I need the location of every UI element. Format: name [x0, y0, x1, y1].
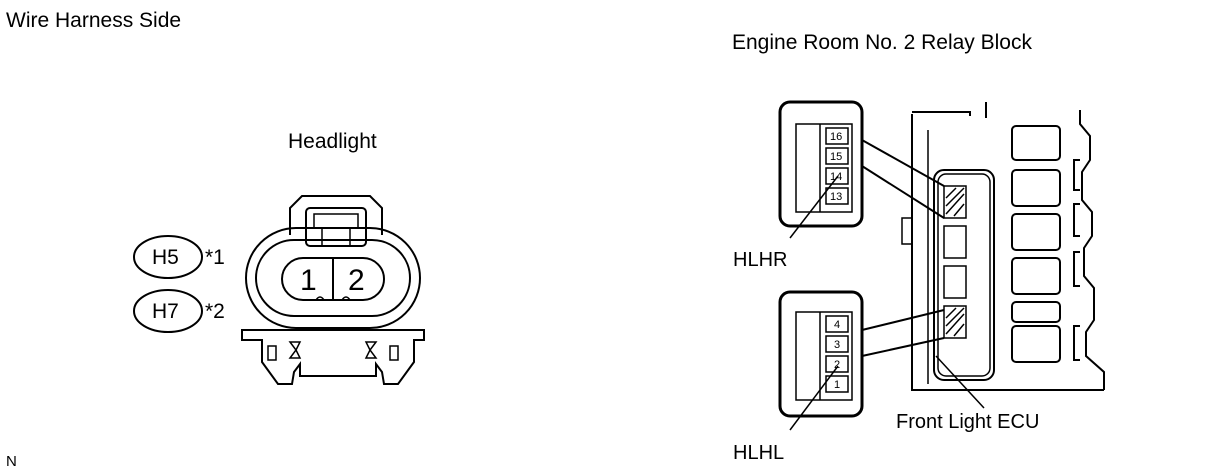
- connector-code-oval-h5: [133, 235, 203, 279]
- ecu-leader-line: [935, 355, 985, 409]
- hatched-terminal-lower: [945, 307, 965, 337]
- hatched-terminal-upper: [945, 187, 965, 217]
- connector-code-h5: H5: [152, 246, 179, 269]
- connector-code-h7: H7: [152, 300, 179, 323]
- headlight-pin-2: 2: [348, 264, 365, 297]
- headlight-connector: [241, 195, 425, 385]
- hlhl-label: HLHL: [733, 442, 784, 464]
- upper-terminal-13: 13: [830, 191, 842, 203]
- front-light-ecu-label: Front Light ECU: [896, 411, 1039, 433]
- relay-block: [901, 102, 1105, 391]
- connector-note-h7: *2: [205, 300, 225, 323]
- headlight-title: Headlight: [288, 130, 377, 153]
- lower-terminal-callout: [778, 290, 945, 431]
- upper-terminal-16: 16: [830, 131, 842, 143]
- footer-code: N: [6, 453, 17, 470]
- lower-terminal-4: 4: [834, 319, 840, 331]
- upper-terminal-callout: [778, 100, 945, 239]
- connector-code-oval-h7: [133, 289, 203, 333]
- lower-terminal-1: 1: [834, 379, 840, 391]
- hlhr-label: HLHR: [733, 249, 787, 271]
- relay-block-title: Engine Room No. 2 Relay Block: [732, 31, 1032, 54]
- upper-terminal-15: 15: [830, 151, 842, 163]
- wire-harness-side-title: Wire Harness Side: [6, 9, 181, 32]
- lower-terminal-3: 3: [834, 339, 840, 351]
- upper-terminal-14: 14: [830, 171, 842, 183]
- connector-note-h5: *1: [205, 246, 225, 269]
- lower-terminal-2: 2: [834, 359, 840, 371]
- headlight-pin-1: 1: [300, 264, 317, 297]
